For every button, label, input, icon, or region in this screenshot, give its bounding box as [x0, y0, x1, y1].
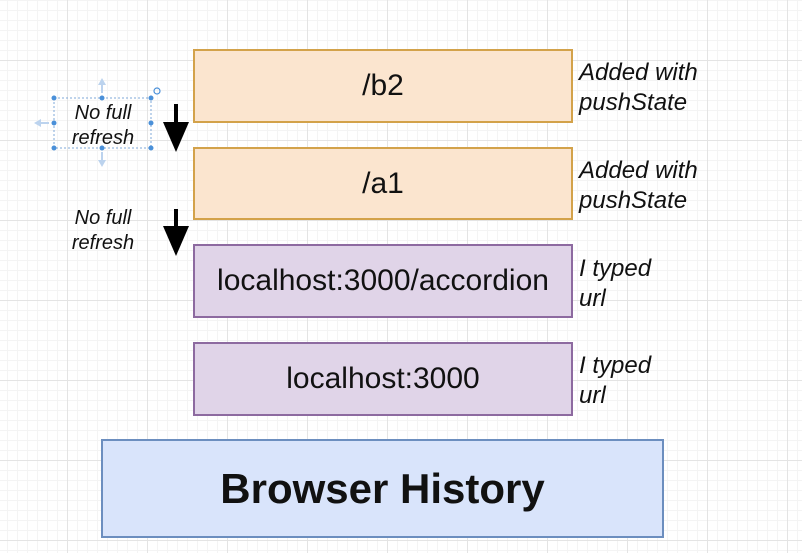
connection-arrow-hint-icon[interactable]	[34, 78, 106, 167]
history-entry-note: Added with pushState	[579, 59, 698, 116]
selection-box	[51, 95, 154, 151]
browser-history-box[interactable]: Browser History	[101, 439, 664, 538]
browser-history-title: Browser History	[220, 464, 545, 512]
history-entry-localhost[interactable]: localhost:3000	[193, 342, 573, 416]
history-entry-note: I typed url	[579, 255, 652, 312]
history-entry-label: localhost:3000/accordion	[217, 264, 549, 297]
history-entry-a1[interactable]: /a1	[193, 147, 573, 220]
transition-label[interactable]: No full refresh	[71, 102, 135, 149]
history-entry-b2[interactable]: /b2	[193, 49, 573, 123]
history-entry-label: /a1	[362, 166, 404, 200]
rotate-handle-icon[interactable]	[153, 87, 161, 95]
transition-label: No full refresh	[71, 207, 135, 254]
history-entry-note: I typed url	[579, 352, 652, 409]
history-entry-accordion[interactable]: localhost:3000/accordion	[193, 244, 573, 318]
history-entry-label: /b2	[362, 69, 404, 102]
history-entry-note: Added with pushState	[579, 157, 698, 214]
arrow-down-icon	[163, 209, 189, 256]
arrow-down-icon	[163, 104, 189, 152]
history-entry-label: localhost:3000	[286, 362, 480, 395]
